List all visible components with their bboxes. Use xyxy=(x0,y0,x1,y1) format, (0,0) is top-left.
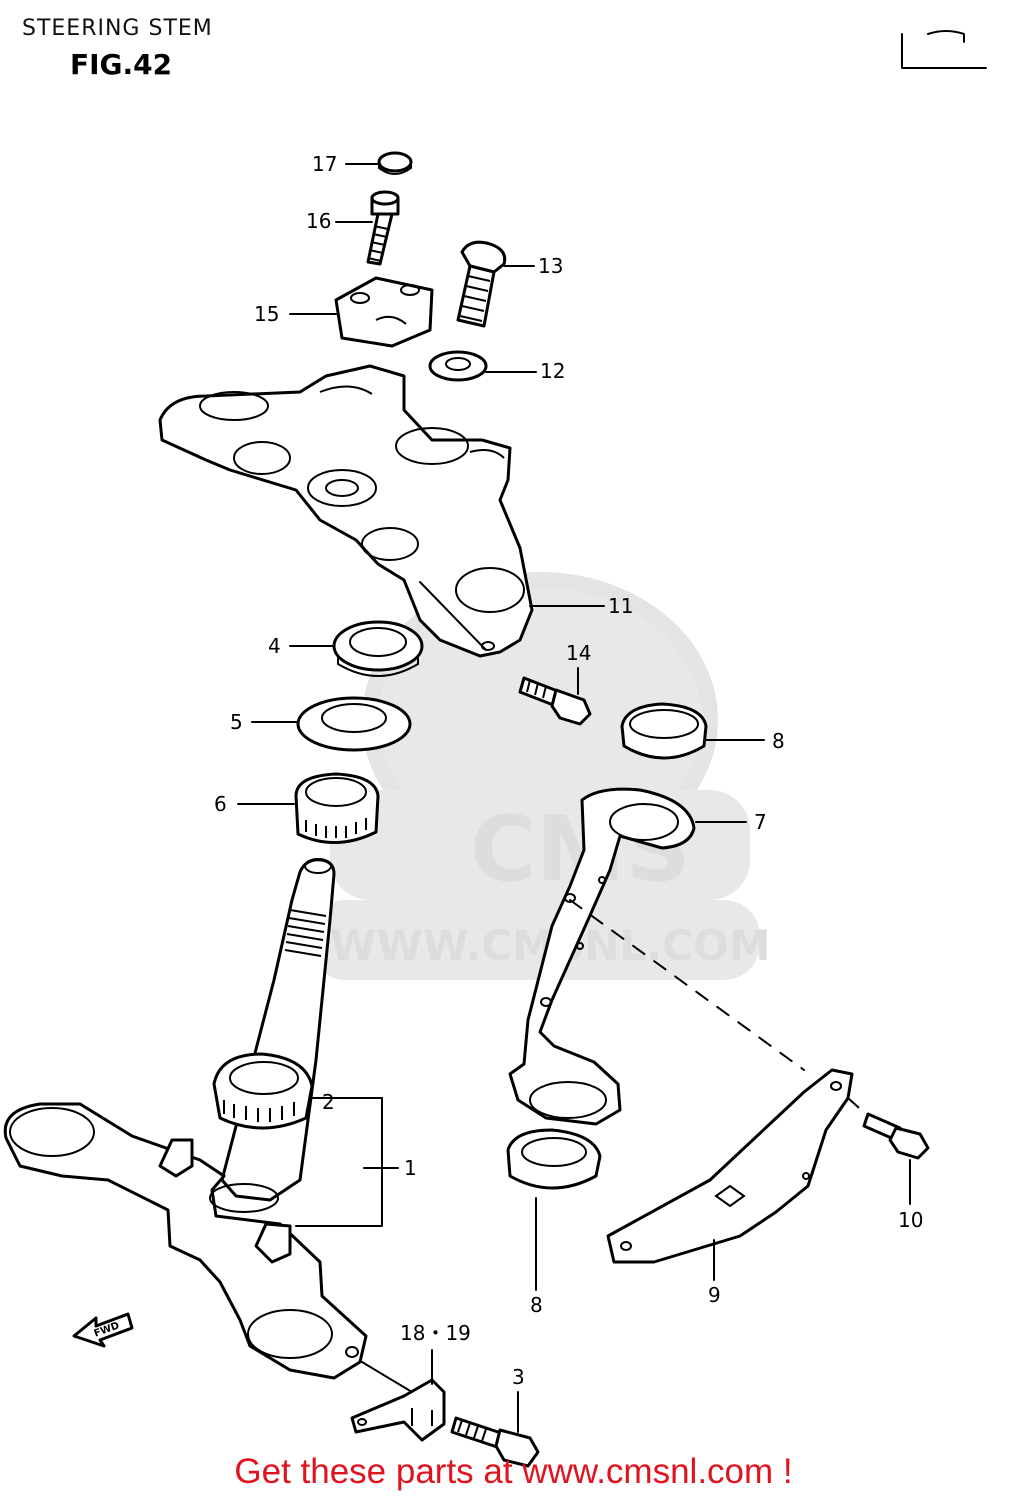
callout-17: 17 xyxy=(312,152,337,176)
callout-2: 2 xyxy=(322,1090,335,1114)
part-4-steering-nut xyxy=(332,620,424,677)
callout-16: 16 xyxy=(306,209,331,233)
page-title: STEERING STEM xyxy=(22,16,213,41)
callout-18-19: 18・19 xyxy=(400,1321,471,1345)
callout-9: 9 xyxy=(708,1283,721,1307)
callout-8-lower: 8 xyxy=(530,1293,543,1317)
watermark-logo: CMS WWW.CMSNL.COM xyxy=(310,572,771,980)
part-8-upper-race xyxy=(620,702,708,760)
part-10-bolt xyxy=(862,1112,930,1160)
part-8-lower-race xyxy=(506,1128,602,1190)
figure-number: FIG.42 xyxy=(70,48,173,81)
callout-3: 3 xyxy=(512,1365,525,1389)
part-1-steering-stem xyxy=(3,858,368,1380)
footer-promo-text: Get these parts at www.cmsnl.com ! xyxy=(234,1452,793,1491)
callout-15: 15 xyxy=(254,302,279,326)
part-14-bolt xyxy=(518,676,592,726)
leader-lines xyxy=(237,163,911,1433)
part-18-19-clip xyxy=(350,1378,446,1442)
callout-13: 13 xyxy=(538,254,563,278)
callout-1: 1 xyxy=(404,1156,417,1180)
part-3-bolt xyxy=(450,1416,540,1468)
part-17-cap xyxy=(377,151,413,175)
part-13-bolt xyxy=(456,240,507,328)
part-6-bearing xyxy=(294,772,380,844)
callout-5: 5 xyxy=(230,710,243,734)
fwd-arrow-icon: FWD xyxy=(72,1312,134,1348)
callout-11: 11 xyxy=(608,594,633,618)
part-15-handlebar-holder xyxy=(334,276,434,348)
part-2-lower-bearing xyxy=(212,1052,314,1130)
part-9-plate xyxy=(606,1068,854,1264)
callout-14: 14 xyxy=(566,641,591,665)
callout-8-upper: 8 xyxy=(772,729,785,753)
callout-12: 12 xyxy=(540,359,565,383)
part-5-dust-seal xyxy=(296,696,412,752)
callout-10: 10 xyxy=(898,1208,923,1232)
part-16-bolt xyxy=(366,190,400,266)
corner-section-mark xyxy=(901,30,987,69)
part-12-washer xyxy=(428,350,488,382)
part-11-upper-bracket xyxy=(158,364,534,658)
part-7-bracket xyxy=(508,787,696,1126)
callout-7: 7 xyxy=(754,810,767,834)
callout-4: 4 xyxy=(268,634,281,658)
callout-6: 6 xyxy=(214,792,227,816)
callout-labels: 17 16 13 15 12 11 4 14 5 8 6 7 2 1 10 8 … xyxy=(214,152,923,1389)
